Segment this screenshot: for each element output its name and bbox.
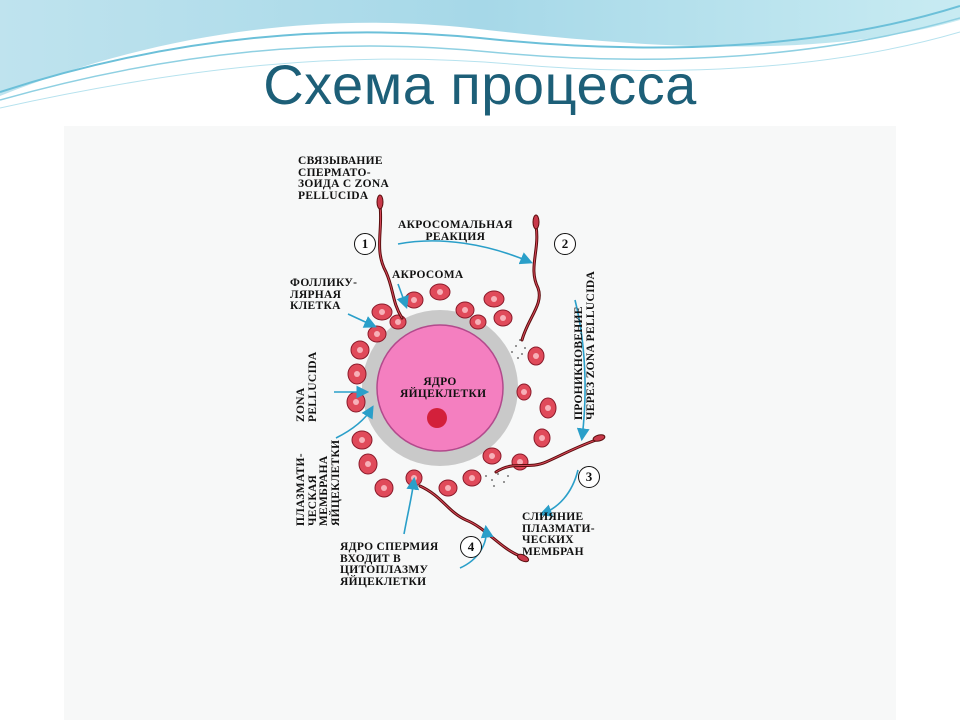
label-plasma-membrane: ПЛАЗМАТИ- ЧЕСКАЯ МЕМБРАНА ЯЙЦЕКЛЕТКИ (295, 439, 342, 526)
label-egg-nucleus: ЯДРО ЯЙЦЕКЛЕТКИ (400, 376, 487, 400)
step-marker-2: 2 (554, 233, 576, 255)
label-fusion: СЛИЯНИЕ ПЛАЗМАТИ- ЧЕСКИХ МЕМБРАН (522, 511, 595, 558)
pointer-arrows (334, 240, 590, 569)
label-follicular-cell: ФОЛЛИКУ- ЛЯРНАЯ КЛЕТКА (290, 277, 358, 312)
label-binding: СВЯЗЫВАНИЕ СПЕРМАТО- ЗОИДА С ZONA PELLUC… (298, 155, 390, 202)
label-penetration: ПРОНИКНОВЕНИЕ ЧЕРЕЗ ZONA PELLUCIDA (573, 270, 597, 420)
egg-cytoplasm (376, 324, 504, 452)
label-sperm-nucleus-enters: ЯДРО СПЕРМИЯ ВХОДИТ В ЦИТОПЛАЗМУ ЯЙЦЕКЛЕ… (340, 541, 439, 588)
label-zona-pellucida: ZONA PELLUCIDA (295, 351, 319, 422)
stipple-dots (485, 339, 526, 487)
step-marker-1: 1 (354, 233, 376, 255)
sperm-cells (378, 204, 598, 558)
header-waves-decoration (0, 0, 960, 109)
label-acrosome: АКРОСОМА (392, 269, 464, 281)
egg-nucleus (427, 408, 447, 428)
slide-title: Схема процесса (263, 53, 697, 116)
sperm-heads (376, 194, 606, 563)
step-marker-4: 4 (460, 536, 482, 558)
step-marker-3: 3 (578, 466, 600, 488)
label-acrosome-reaction: АКРОСОМАЛЬНАЯ РЕАКЦИЯ (398, 219, 513, 243)
